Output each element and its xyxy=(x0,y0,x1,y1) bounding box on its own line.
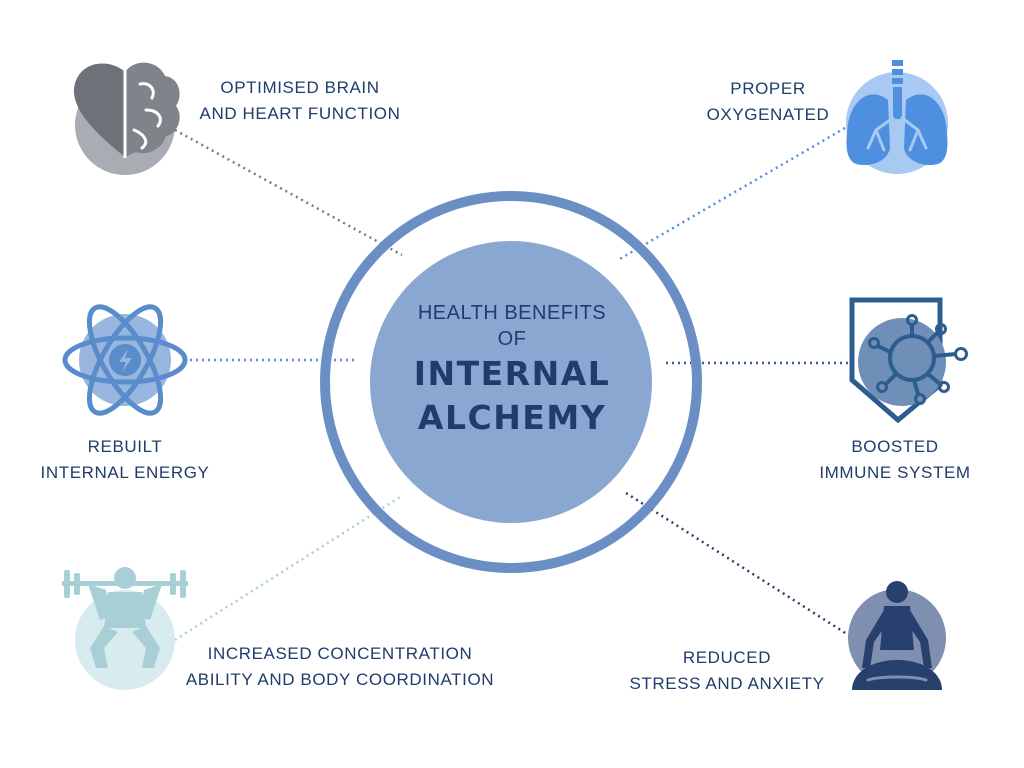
benefit-line1: REDUCED xyxy=(682,648,772,667)
benefit-label-brain-heart: OPTIMISED BRAIN AND HEART FUNCTION xyxy=(185,75,415,127)
benefit-label-stress: REDUCED STRESS AND ANXIETY xyxy=(612,645,842,697)
benefit-line2: STRESS AND ANXIETY xyxy=(629,674,825,693)
meditation-icon xyxy=(848,581,946,690)
benefit-line1: INCREASED CONCENTRATION xyxy=(207,644,473,663)
benefit-line2: INTERNAL ENERGY xyxy=(40,463,210,482)
center-title-line3: INTERNAL xyxy=(413,354,611,393)
center-title-line2: OF xyxy=(497,328,527,350)
benefit-line1: OPTIMISED BRAIN xyxy=(220,78,380,97)
benefit-label-energy: REBUILT INTERNAL ENERGY xyxy=(25,434,225,486)
benefit-label-immune: BOOSTED IMMUNE SYSTEM xyxy=(800,434,990,486)
benefit-label-oxygen: PROPER OXYGENATED xyxy=(688,76,848,128)
connector-oxygen xyxy=(617,126,846,262)
connector-stress xyxy=(625,491,851,638)
outer-ring xyxy=(320,191,702,573)
benefit-line1: PROPER xyxy=(730,79,806,98)
benefit-label-concentration: INCREASED CONCENTRATION ABILITY AND BODY… xyxy=(160,641,520,693)
shield-virus-icon xyxy=(849,297,968,424)
benefit-line2: ABILITY AND BODY COORDINATION xyxy=(185,670,495,689)
connector-concentration xyxy=(174,495,401,642)
benefit-line2: OXYGENATED xyxy=(706,105,830,124)
connector-brain-heart xyxy=(174,128,403,257)
benefit-line1: REBUILT xyxy=(87,437,163,456)
center-circle xyxy=(370,241,652,523)
benefit-line1: BOOSTED xyxy=(851,437,939,456)
center-title-line1: HEALTH BENEFITS xyxy=(417,302,607,324)
lungs-icon xyxy=(846,60,948,174)
center-title: HEALTH BENEFITS OF INTERNAL ALCHEMY xyxy=(372,300,652,440)
atom-icon xyxy=(62,304,188,416)
brain-heart-icon xyxy=(73,62,180,175)
benefit-line2: AND HEART FUNCTION xyxy=(199,104,401,123)
weightlifter-icon xyxy=(62,567,188,690)
center-title-line4: ALCHEMY xyxy=(417,398,607,437)
benefit-line2: IMMUNE SYSTEM xyxy=(819,463,971,482)
